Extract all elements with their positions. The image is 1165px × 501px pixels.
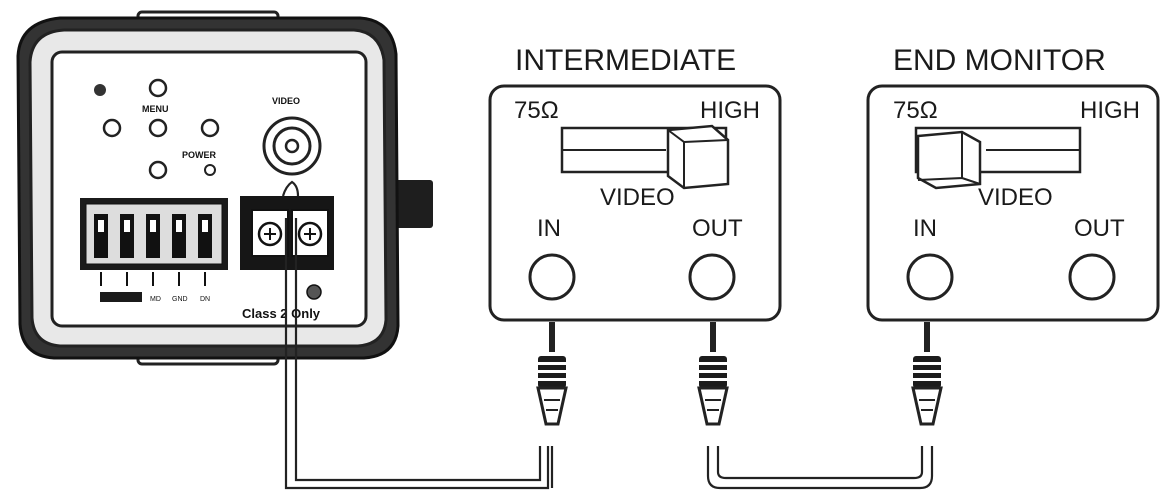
indicator-led — [94, 84, 106, 96]
end-monitor-impedance-switch — [914, 126, 1082, 190]
bnc-plug-icon — [536, 306, 568, 426]
intermediate-out-jack — [688, 253, 736, 301]
intermediate-switch-low-label: 75Ω — [514, 97, 559, 124]
terminal-block: MD GND DN — [80, 198, 228, 303]
bnc-plug-icon — [697, 306, 729, 426]
terminal-label-dn: DN — [200, 296, 210, 303]
intermediate-title: INTERMEDIATE — [515, 44, 736, 77]
class-2-label: Class 2 Only — [242, 306, 321, 321]
end-monitor-title: END MONITOR — [893, 44, 1106, 77]
intermediate-monitor-panel: INTERMEDIATE 75Ω HIGH VIDEO IN OUT — [488, 44, 782, 322]
end-monitor-in-jack — [906, 253, 954, 301]
end-monitor-in-label: IN — [913, 215, 937, 242]
intermediate-out-label: OUT — [692, 215, 743, 242]
ground-screw-icon — [306, 284, 322, 300]
camera-rear-panel: MENU POWER VIDEO — [16, 10, 433, 366]
end-monitor-switch-high-label: HIGH — [1080, 97, 1140, 124]
intermediate-impedance-switch — [560, 124, 730, 190]
power-label: POWER — [182, 150, 217, 160]
end-monitor-out-jack — [1068, 253, 1116, 301]
intermediate-switch-label: VIDEO — [600, 184, 675, 211]
menu-label: MENU — [142, 104, 169, 114]
terminal-label-gnd: GND — [172, 296, 188, 303]
bnc-plug-icon — [911, 306, 943, 426]
intermediate-in-label: IN — [537, 215, 561, 242]
power-led — [204, 164, 216, 176]
up-button — [148, 78, 168, 98]
left-button — [102, 118, 122, 138]
menu-button — [148, 118, 168, 138]
end-monitor-panel: END MONITOR 75Ω HIGH VIDEO IN OUT — [866, 44, 1160, 322]
end-monitor-switch-label: VIDEO — [978, 184, 1053, 211]
bnc-video-connector — [262, 116, 322, 176]
video-label: VIDEO — [272, 96, 300, 106]
end-monitor-switch-low-label: 75Ω — [893, 97, 938, 124]
intermediate-in-jack — [528, 253, 576, 301]
end-monitor-out-label: OUT — [1074, 215, 1125, 242]
intermediate-switch-high-label: HIGH — [700, 97, 760, 124]
right-button — [200, 118, 220, 138]
terminal-label-md: MD — [150, 296, 161, 303]
video-cables — [281, 180, 934, 490]
down-button — [148, 160, 168, 180]
